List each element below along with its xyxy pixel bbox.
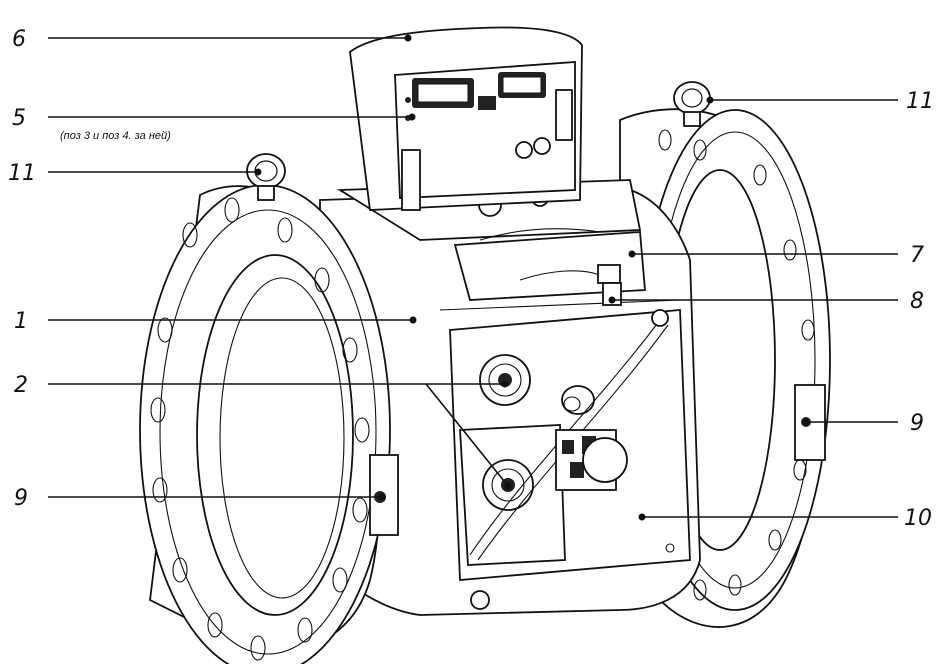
callout-10: 10 — [904, 506, 932, 531]
callout-5: 5 — [12, 106, 26, 131]
callout-1: 1 — [14, 309, 28, 334]
eye-bolt-right — [673, 81, 711, 127]
callout-6: 6 — [12, 27, 26, 52]
callout-2: 2 — [14, 373, 28, 398]
left-flange — [139, 184, 399, 664]
callout-8: 8 — [910, 289, 924, 314]
electronics-module — [349, 26, 583, 211]
leader-lines — [48, 34, 898, 521]
callout-9-left: 9 — [14, 486, 28, 511]
callout-11-right: 11 — [906, 89, 934, 114]
callout-11-left: 11 — [8, 161, 36, 186]
eye-bolt-left — [246, 153, 286, 201]
callout-7: 7 — [910, 243, 924, 268]
callout-9-right: 9 — [910, 411, 924, 436]
callout-5-note: (поз 3 и поз 4. за ней) — [60, 130, 171, 142]
